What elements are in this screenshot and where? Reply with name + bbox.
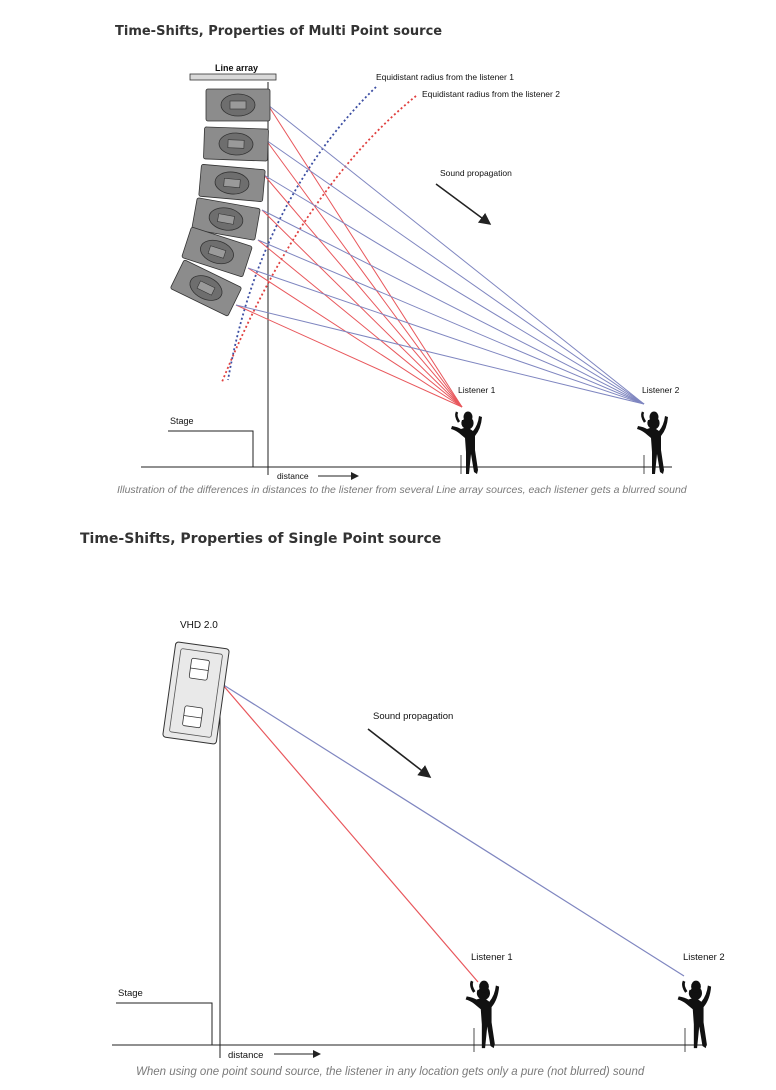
propagation-arrow	[367, 728, 432, 778]
listener-2-figure	[635, 410, 670, 476]
listener-2-label: Listener 2	[642, 385, 680, 395]
line-array-speaker: Line array	[170, 63, 277, 317]
listener-2-label: Listener 2	[683, 952, 725, 963]
listener-1-label: Listener 1	[458, 385, 496, 395]
speaker-label: VHD 2.0	[180, 620, 218, 631]
distance-label: distance	[277, 471, 309, 481]
listener-1-label: Listener 1	[471, 952, 513, 963]
multi-point-diagram: Stage distance Equidistant radius from t…	[141, 63, 680, 481]
propagation-label: Sound propagation	[440, 168, 512, 178]
stage-label: Stage	[170, 416, 194, 426]
vhd-speaker	[162, 641, 230, 745]
rays-listener-1	[235, 104, 463, 408]
ray-listener-1	[221, 683, 479, 983]
distance-label: distance	[228, 1050, 263, 1061]
listener-1-figure	[464, 979, 501, 1050]
propagation-arrow	[435, 183, 492, 225]
ray-listener-2	[221, 683, 685, 977]
single-point-heading: Time-Shifts, Properties of Single Point …	[80, 531, 442, 547]
rays-listener-2	[235, 104, 645, 405]
radius-label-1: Equidistant radius from the listener 1	[376, 72, 514, 82]
radius-curve-listener-1	[227, 86, 377, 381]
stage-label: Stage	[118, 988, 143, 999]
stage-outline	[168, 430, 254, 467]
propagation-label: Sound propagation	[373, 711, 453, 722]
multi-point-caption: Illustration of the differences in dista…	[117, 484, 687, 496]
multi-point-heading: Time-Shifts, Properties of Multi Point s…	[115, 24, 443, 39]
listener-1-figure	[449, 410, 484, 476]
line-array-label: Line array	[215, 63, 258, 73]
single-point-caption: When using one point sound source, the l…	[136, 1066, 645, 1078]
listener-2-figure	[676, 979, 713, 1050]
stage-outline	[116, 1002, 213, 1045]
radius-label-2: Equidistant radius from the listener 2	[422, 89, 560, 99]
single-point-diagram: Stage distance VHD 2.0 Sound propagation…	[112, 620, 725, 1061]
